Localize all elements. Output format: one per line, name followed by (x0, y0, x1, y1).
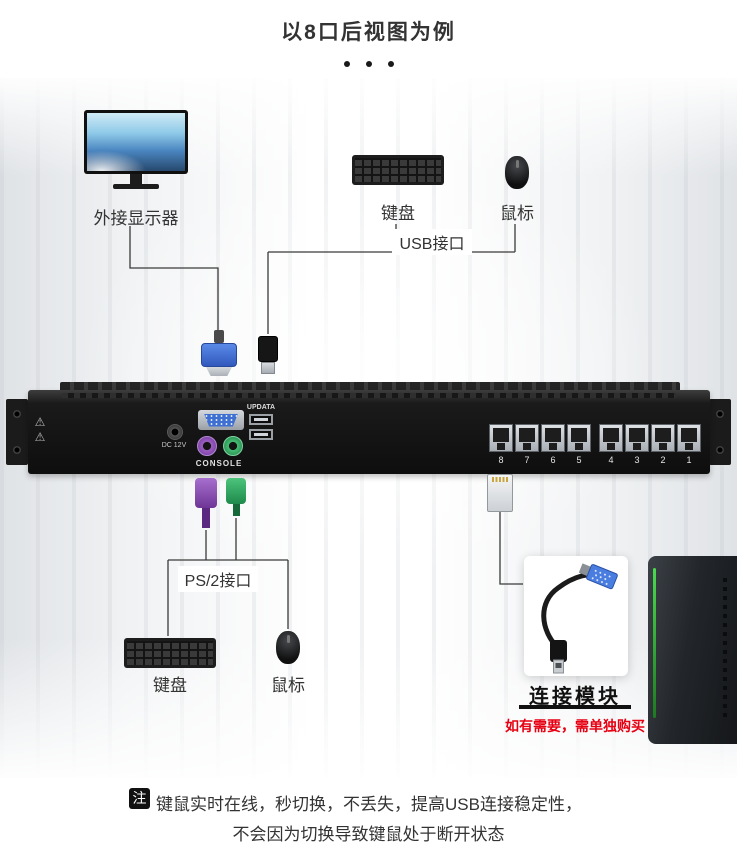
monitor-frame (84, 110, 188, 174)
vga-cable-stem (214, 330, 224, 343)
rj45-port-number: 7 (524, 455, 530, 465)
module-dongle-illustration (541, 563, 618, 674)
ps2-port-bracket-label: PS/2接口 (178, 566, 258, 592)
usb-port-bracket-label: USB接口 (392, 229, 472, 255)
rj45-port-number: 6 (550, 455, 556, 465)
usb-connector-body (258, 336, 278, 362)
keyboard-label-top: 键盘 (381, 204, 415, 223)
tower-pc (648, 556, 737, 744)
vga-connector-tip (206, 367, 232, 376)
rj45-port-number: 2 (660, 455, 666, 465)
mouse-label-top: 鼠标 (500, 204, 534, 223)
usb-cable-connector (258, 336, 278, 374)
rj45-port (625, 424, 649, 452)
note-line-2: 不会因为切换导致键鼠处于断开状态 (232, 825, 505, 844)
module-panel (524, 556, 628, 676)
rj45-port-number: 4 (608, 455, 614, 465)
ps2-connector-green (226, 478, 246, 516)
mouse-illustration-bottom (276, 631, 300, 664)
page-title: 以8口后视图为例 (281, 21, 456, 44)
kvm-device (28, 390, 710, 474)
monitor-label: 外接显示器 (93, 209, 179, 228)
rj45-port-group-left (489, 424, 591, 452)
rj45-port (567, 424, 591, 452)
console-label: CONSOLE (195, 459, 243, 468)
mouse-label-bottom: 鼠标 (271, 676, 305, 695)
note-line-1: 键鼠实时在线，秒切换，不丢失，提高USB连接稳定性， (156, 795, 582, 814)
ps2-port-green (223, 436, 243, 456)
rj45-port-number: 5 (576, 455, 582, 465)
vga-port (198, 410, 244, 430)
rj45-port (515, 424, 539, 452)
rj45-port-number: 1 (686, 455, 692, 465)
note-badge: 注 (129, 788, 150, 809)
mouse-illustration-top (505, 156, 529, 189)
rj45-port-numbers-right: 4 3 2 1 (599, 455, 701, 465)
ps2-connector-purple (195, 478, 217, 528)
monitor-screen (87, 113, 185, 171)
module-underline (519, 705, 631, 709)
vga-port-inner (204, 413, 238, 427)
vga-cable-connector (201, 330, 237, 376)
usb-port-2 (249, 429, 273, 440)
rj45-port-numbers-left: 8 7 6 5 (489, 455, 591, 465)
module-label: 连接模块 (529, 686, 621, 708)
rj45-port-group-right (599, 424, 701, 452)
dc-power-jack (167, 424, 183, 440)
decorative-dots (0, 54, 737, 72)
monitor-illustration (84, 110, 188, 189)
keyboard-illustration-top (352, 155, 444, 185)
rj45-port-number: 8 (498, 455, 504, 465)
ps2-port-purple (197, 436, 217, 456)
warning-icon: ⚠⚠ (34, 415, 46, 444)
keyboard-keys (127, 641, 213, 665)
rj45-port-number: 3 (634, 455, 640, 465)
usb-port-1 (249, 414, 273, 425)
rj45-port (541, 424, 565, 452)
rack-ear-right (709, 399, 731, 465)
monitor-stand (130, 174, 142, 184)
rj45-cable-connector (487, 474, 513, 512)
rj45-port (489, 424, 513, 452)
keyboard-label-bottom: 键盘 (153, 676, 187, 695)
keyboard-keys (355, 158, 441, 182)
vga-connector-body (201, 343, 237, 367)
rj45-port (651, 424, 675, 452)
monitor-base (113, 184, 159, 189)
rack-ear-left (6, 399, 28, 465)
rj45-port (677, 424, 701, 452)
updata-label: UPDATA (246, 404, 276, 411)
keyboard-illustration-bottom (124, 638, 216, 668)
dc-power-label: DC 12V (161, 442, 187, 449)
module-purchase-note: 如有需要，需单独购买 (505, 718, 645, 734)
rj45-port (599, 424, 623, 452)
usb-connector-tip (261, 362, 275, 374)
